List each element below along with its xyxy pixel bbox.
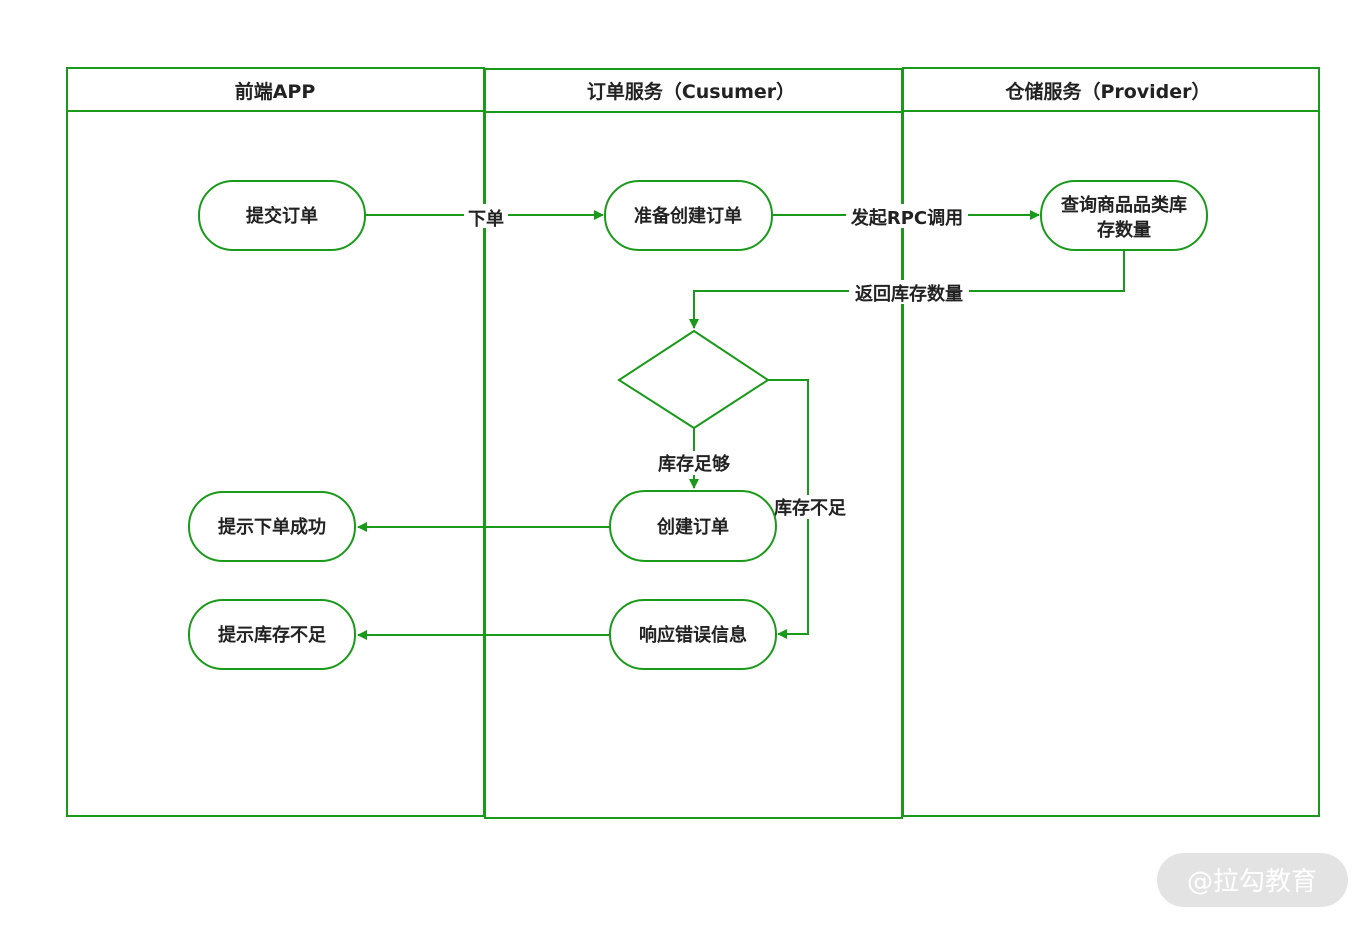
watermark-text: @拉勾教育 xyxy=(1187,867,1317,897)
node-prompt-insufficient: 提示库存不足 xyxy=(188,599,356,670)
lane-storage-service: 仓储服务（Provider） xyxy=(902,67,1320,817)
node-prompt-success: 提示下单成功 xyxy=(188,491,356,562)
edge-label-stock-insufficient: 库存不足 xyxy=(774,497,846,519)
node-query-stock: 查询商品品类库 存数量 xyxy=(1040,180,1208,251)
edge-label-place-order: 下单 xyxy=(468,208,504,230)
node-prepare-order: 准备创建订单 xyxy=(604,180,773,251)
node-label-create-order: 创建订单 xyxy=(656,516,729,538)
lane-title-frontend: 前端APP xyxy=(235,80,316,103)
edge-label-stock-enough: 库存足够 xyxy=(658,453,730,475)
edge-stock-insufficient: 库存不足 xyxy=(768,379,850,639)
edge-label-rpc-call: 发起RPC调用 xyxy=(850,207,963,229)
node-create-order: 创建订单 xyxy=(609,490,777,562)
lane-title-order-service: 订单服务（Cusumer） xyxy=(587,80,795,103)
node-label-error-response: 响应错误信息 xyxy=(639,624,747,646)
edge-label-return-stock: 返回库存数量 xyxy=(855,283,963,305)
node-label-query-stock-line2: 存数量 xyxy=(1097,219,1151,241)
edge-return-stock: 返回库存数量 xyxy=(689,251,1125,329)
node-decision xyxy=(617,329,770,430)
node-label-prompt-success: 提示下单成功 xyxy=(218,516,326,538)
edge-place-order: 下单 xyxy=(366,204,604,230)
node-submit-order: 提交订单 xyxy=(198,180,366,251)
node-error-response: 响应错误信息 xyxy=(609,599,777,670)
node-label-query-stock-line1: 查询商品品类库 xyxy=(1061,194,1187,216)
edge-stock-enough: 库存足够 xyxy=(652,428,736,489)
edge-rpc-call: 发起RPC调用 xyxy=(773,204,1040,229)
node-label-prepare-order: 准备创建订单 xyxy=(634,205,742,227)
node-label-submit-order: 提交订单 xyxy=(246,205,318,227)
lane-title-storage-service: 仓储服务（Provider） xyxy=(1004,80,1210,103)
node-label-prompt-insufficient: 提示库存不足 xyxy=(218,624,326,646)
watermark: @拉勾教育 xyxy=(1157,853,1348,907)
